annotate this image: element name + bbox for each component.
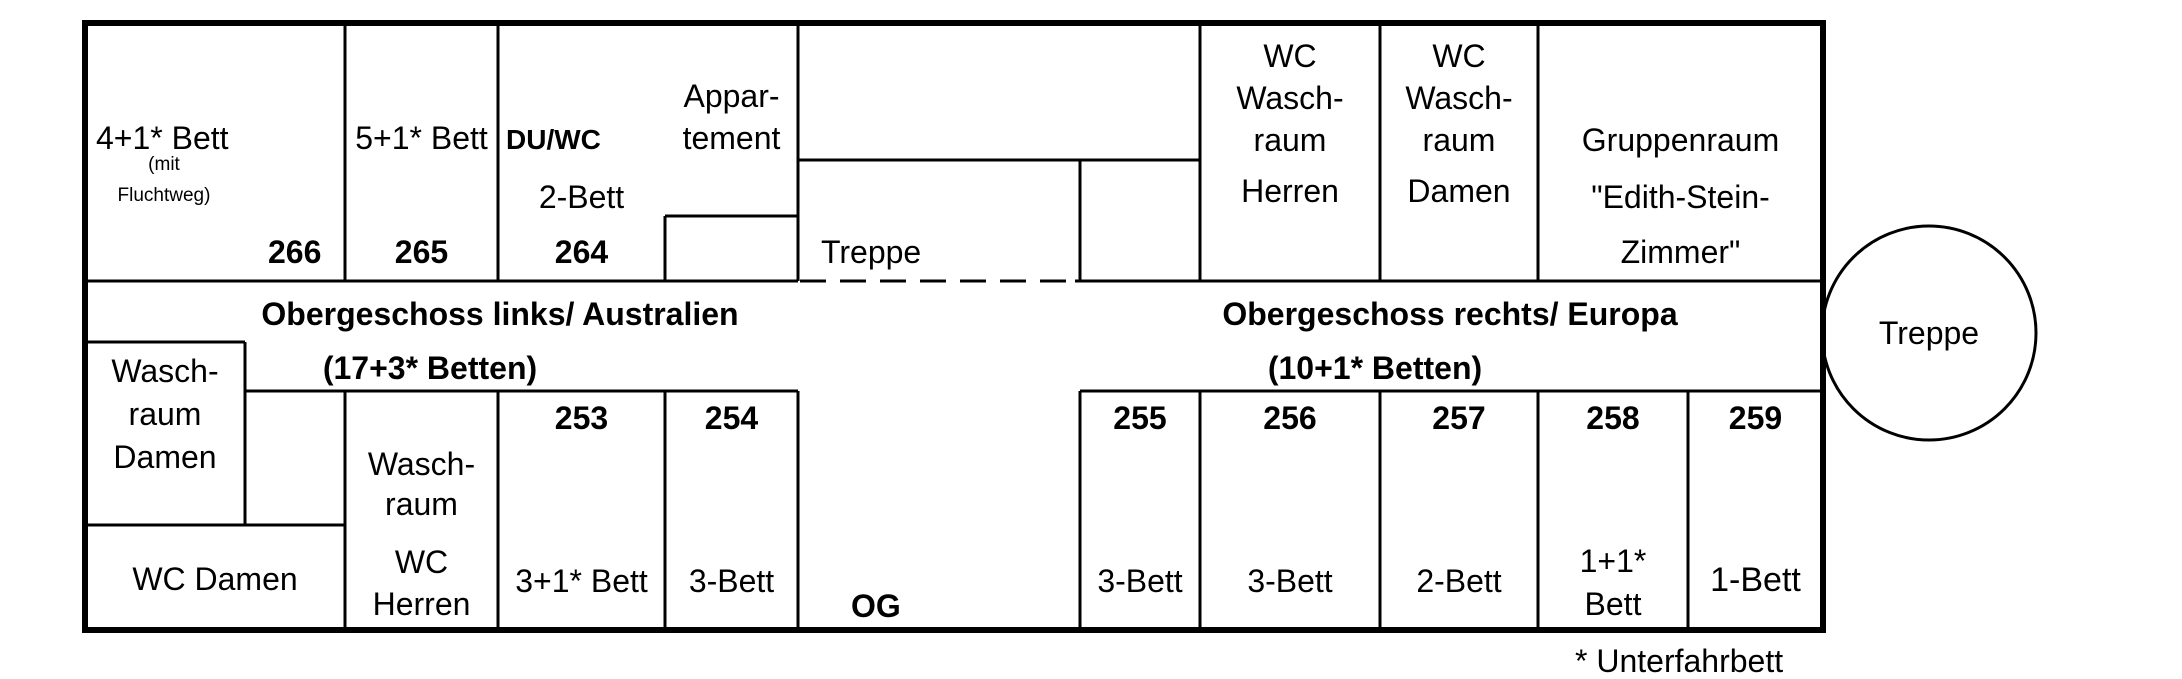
room-266-number: 266 — [268, 234, 322, 270]
gruppenraum-line-1: Gruppenraum — [1581, 122, 1780, 158]
room-265-label: 5+1* Bett — [355, 120, 488, 156]
room-257-label: 2-Bett — [1416, 563, 1502, 599]
waschraum-wc-herren-line-4: Herren — [372, 586, 471, 622]
room-255-label: 3-Bett — [1097, 563, 1183, 599]
waschraum-wc-herren-line-2: raum — [385, 486, 458, 522]
room-253-number: 253 — [554, 400, 609, 436]
room-264-label: 2-Bett — [538, 179, 625, 215]
gruppenraum-line-3: Zimmer" — [1620, 234, 1741, 270]
floor-plan-lines — [82, 20, 2038, 633]
appartement-line-1: Appar- — [683, 78, 780, 114]
corridor-left-title: Obergeschoss links/ Australien — [261, 296, 739, 332]
waschraum-damen-line-3: Damen — [113, 439, 217, 475]
room-258-number: 258 — [1586, 400, 1640, 436]
appartement-line-2: tement — [682, 120, 781, 156]
corridor-left-beds: (17+3* Betten) — [322, 350, 538, 386]
wc-damen-north-line-1: WC — [1432, 38, 1486, 74]
room-253-label: 3+1* Bett — [515, 563, 648, 599]
staircase-circle — [1820, 224, 2038, 442]
corridor-right-title: Obergeschoss rechts/ Europa — [1222, 296, 1678, 332]
waschraum-damen-line-1: Wasch- — [111, 353, 219, 389]
waschraum-wc-herren-line-3: WC — [394, 544, 449, 580]
corridor-right-beds: (10+1* Betten) — [1267, 350, 1483, 386]
room-266-note-1: (mit — [148, 154, 180, 175]
waschraum-wc-herren-line-1: Wasch- — [367, 446, 476, 482]
wc-damen-north-line-2: Wasch- — [1405, 80, 1513, 116]
wc-herren-line-2: Wasch- — [1236, 80, 1344, 116]
room-264-number: 264 — [554, 234, 609, 270]
room-255-number: 255 — [1113, 400, 1167, 436]
room-256-label: 3-Bett — [1247, 563, 1333, 599]
room-266-label: 4+1* Bett — [96, 120, 229, 156]
wc-damen-north-line-4: Damen — [1407, 173, 1511, 209]
wc-herren-line-4: Herren — [1241, 173, 1339, 209]
room-254-label: 3-Bett — [688, 563, 775, 599]
room-258-line-2: Bett — [1584, 586, 1642, 622]
footnote: * Unterfahrbett — [1575, 643, 1784, 679]
waschraum-damen-line-2: raum — [128, 396, 202, 432]
outside-stair-label: Treppe — [1878, 315, 1980, 351]
room-257-number: 257 — [1432, 400, 1486, 436]
inner-stair-label: Treppe — [821, 234, 922, 270]
room-254-number: 254 — [704, 400, 759, 436]
gruppenraum-line-2: "Edith-Stein- — [1591, 179, 1770, 215]
room-265-number: 265 — [394, 234, 449, 270]
wc-herren-line-1: WC — [1263, 38, 1317, 74]
wc-damen-north-line-3: raum — [1422, 122, 1496, 158]
room-258-line-1: 1+1* — [1579, 543, 1647, 579]
room-264-duwc: DU/WC — [506, 124, 601, 155]
room-256-number: 256 — [1263, 400, 1317, 436]
room-259-number: 259 — [1728, 400, 1783, 436]
room-259-label: 1-Bett — [1710, 561, 1801, 599]
wc-herren-line-3: raum — [1253, 122, 1327, 158]
og-label: OG — [851, 588, 901, 624]
wc-damen-south: WC Damen — [132, 561, 298, 597]
room-266-note-2: Fluchtweg) — [117, 185, 211, 206]
